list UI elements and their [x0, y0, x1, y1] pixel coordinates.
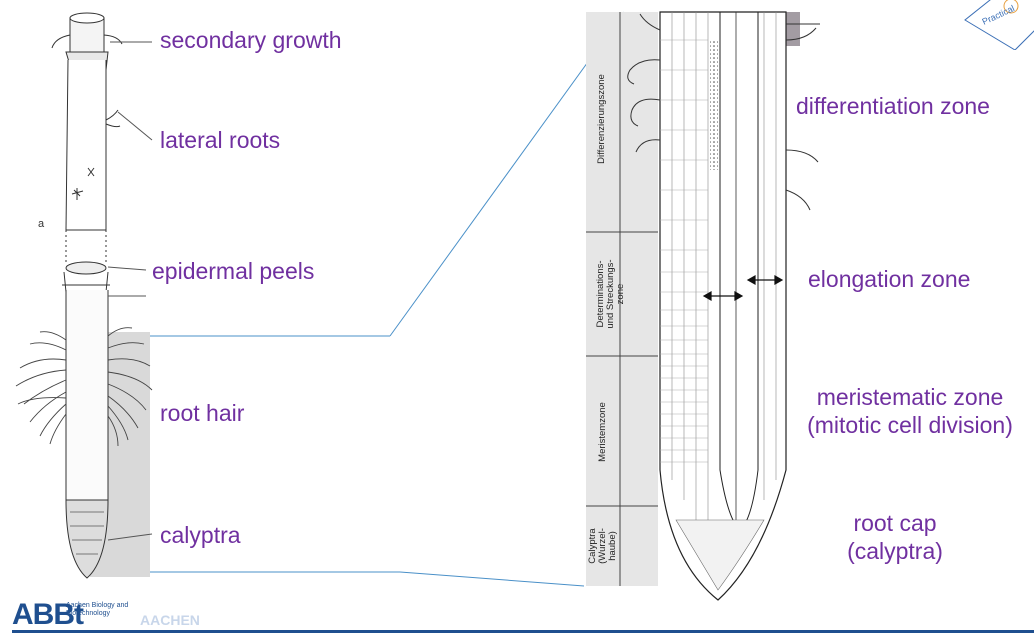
- label-meristematic-zone-line2: (mitotic cell division): [807, 411, 1013, 438]
- zoom-connector-lines: [150, 11, 625, 587]
- label-root-hair: root hair: [160, 400, 245, 426]
- root-section-illustration: [586, 11, 820, 601]
- label-meristematic-zone: meristematic zone (mitotic cell division…: [792, 384, 1028, 439]
- label-root-cap-line2: (calyptra): [847, 537, 943, 564]
- zone-label-calyptra-line3: haube): [606, 531, 618, 561]
- zone-label-differenzierungszone: Differenzierungszone: [596, 74, 607, 164]
- label-calyptra: calyptra: [160, 522, 241, 548]
- zone-label-determinationszone: Determinations- und Streckungs- zone: [595, 244, 632, 344]
- zone-label-determination-line3: zone: [614, 283, 626, 305]
- figure-letter: a: [38, 218, 45, 230]
- label-differentiation-zone: differentiation zone: [796, 93, 990, 119]
- left-leader-lines: [107, 41, 153, 541]
- label-root-cap-line1: root cap: [853, 510, 937, 536]
- logo-abbreviation: ABBt: [12, 598, 84, 631]
- label-lateral-roots: lateral roots: [160, 127, 281, 153]
- logo-subtitle: Aachen Biology and Biotechnology: [66, 602, 129, 617]
- label-secondary-growth: secondary growth: [160, 27, 342, 53]
- stamp-frame: [964, 0, 1034, 50]
- label-root-cap: root cap (calyptra): [820, 510, 970, 565]
- left-root-illustration: [15, 12, 153, 579]
- zone-label-calyptra: Calyptra (Wurzel- haube): [587, 518, 624, 574]
- label-epidermal-peels: epidermal peels: [152, 258, 315, 284]
- zone-label-meristemzone: Meristemzone: [597, 402, 608, 462]
- label-meristematic-zone-line1: meristematic zone: [816, 384, 1004, 410]
- logo-underline-bar: [12, 630, 1034, 633]
- logo-secondary: AACHEN: [140, 612, 200, 628]
- practical-stamp: Practical: [955, 0, 1034, 50]
- abbt-logo: ABBt Aachen Biology and Biotechnology AA…: [12, 598, 1034, 634]
- label-elongation-zone: elongation zone: [808, 266, 971, 292]
